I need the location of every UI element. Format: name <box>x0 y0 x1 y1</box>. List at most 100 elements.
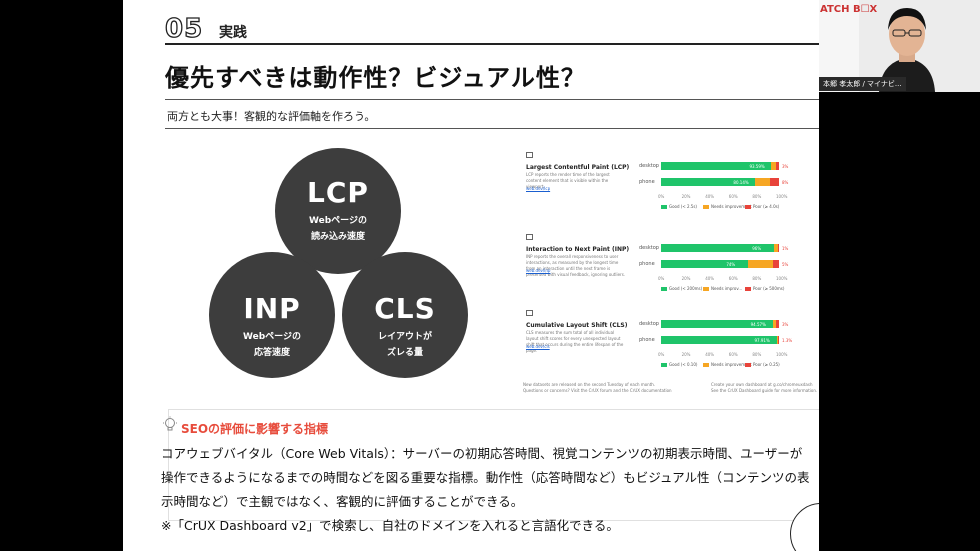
panel-icon <box>526 152 533 158</box>
bar-needs-improvement <box>748 260 774 268</box>
axis-tick-label: 20% <box>681 352 691 357</box>
bar-row-label: desktop <box>639 321 659 327</box>
legend-swatch <box>703 287 709 291</box>
cls-desc-2: ズレる量 <box>386 348 423 358</box>
legend-item: Poor (≥ 0.25) <box>745 362 780 367</box>
note-line-4: ※「CrUX Dashboard v2」で検索し、自社のドメインを入れると言語化… <box>161 518 619 533</box>
note-line-3: 示時間など）で主観ではなく、客観的に評価することができる。 <box>161 494 524 509</box>
panel-icon <box>526 234 533 240</box>
panel-title: Cumulative Layout Shift (CLS) <box>526 322 628 329</box>
legend-label: Needs improv... <box>711 286 743 291</box>
bar-poor <box>775 162 779 170</box>
inp-circle: INP Webページの 応答速度 <box>209 252 335 378</box>
bar-row-label: phone <box>639 261 655 267</box>
bar-good <box>661 178 756 186</box>
cls-desc-1: レイアウトが <box>377 332 432 342</box>
legend-swatch <box>703 363 709 367</box>
bar-poor-value: 1.3% <box>782 338 793 343</box>
legend-label: Good (< 200ms) <box>669 286 703 291</box>
lcp-desc-2: 読み込み速度 <box>310 232 365 242</box>
cls-title: CLS <box>374 292 436 325</box>
axis-tick-label: 0% <box>658 276 665 281</box>
axis-tick-label: 80% <box>752 276 762 281</box>
slide: 05 実践 優先すべきは動作性？ビジュアル性？ 両方とも大事！客観的な評価軸を作… <box>123 0 819 551</box>
note-box <box>168 409 819 521</box>
panel-link: web.dev/cls <box>526 344 550 349</box>
bar-row-label: phone <box>639 337 655 343</box>
bar-good-value: 97.91% <box>754 338 770 343</box>
bar-needs-improvement <box>772 320 777 328</box>
bar-needs-improvement <box>771 162 776 170</box>
panel-link: web.dev/lcp <box>526 186 551 191</box>
legend-label: Poor (≥ 4.0s) <box>753 204 780 209</box>
bar-good-value: 93.59% <box>749 164 765 169</box>
bar-poor <box>777 244 779 252</box>
note-heading: SEOの評価に影響する指標 <box>181 422 329 436</box>
note-line-2: 操作できるようになるまでの時間などを図る重要な指標。動作性（応答時間など）もビジ… <box>161 470 810 485</box>
axis-tick-label: 20% <box>681 276 691 281</box>
legend-item: Needs improv... <box>703 286 742 291</box>
axis-tick-label: 40% <box>705 194 715 199</box>
bar-good <box>661 162 772 170</box>
legend-label: Poor (≥ 500ms) <box>753 286 785 291</box>
bar-needs-improvement <box>776 336 779 344</box>
panel-title: Largest Contentful Paint (LCP) <box>526 164 630 171</box>
axis-tick-label: 80% <box>752 194 762 199</box>
crux-footer-left-1: New datasets are released on the second … <box>523 382 656 387</box>
legend-label: Poor (≥ 0.25) <box>753 362 780 367</box>
crux-footer-right-1: Create your own dashboard at g.co/chrome… <box>711 382 813 387</box>
axis-tick-label: 20% <box>681 194 691 199</box>
legend-item: Poor (≥ 4.0s) <box>745 204 779 209</box>
legend-item: Good (< 0.10) <box>661 362 697 367</box>
divider <box>165 128 819 129</box>
bar-row-label: phone <box>639 179 655 185</box>
cls-circle: CLS レイアウトが ズレる量 <box>342 252 468 378</box>
bar-good <box>661 336 777 344</box>
legend-swatch <box>661 363 667 367</box>
bar-poor-value: 3% <box>782 164 789 169</box>
legend-item: Good (< 200ms) <box>661 286 702 291</box>
lcp-desc-1: Webページの <box>309 216 367 226</box>
bar-good <box>661 244 775 252</box>
slide-subtitle: 両方とも大事！客観的な評価軸を作ろう。 <box>167 110 376 123</box>
crux-footer-right-2: See the CrUX Dashboard guide for more in… <box>711 388 818 393</box>
divider <box>165 99 819 100</box>
axis-tick-label: 40% <box>705 276 715 281</box>
bar-good <box>661 260 749 268</box>
left-black-margin <box>0 0 123 551</box>
axis-tick-label: 60% <box>728 352 738 357</box>
legend-label: Needs improvement <box>711 362 752 367</box>
panel-title: Interaction to Next Paint (INP) <box>526 246 630 253</box>
inp-desc-1: Webページの <box>243 332 301 342</box>
axis-tick-label: 80% <box>752 352 762 357</box>
axis-tick-label: 60% <box>728 194 738 199</box>
bar-poor <box>769 178 779 186</box>
bar-needs-improvement <box>755 178 770 186</box>
axis-tick-label: 100% <box>776 352 788 357</box>
bar-poor-value: 1% <box>782 246 789 251</box>
watch-box-logo: ATCH B☐X <box>820 4 878 15</box>
lightbulb-icon <box>163 416 177 431</box>
legend-swatch <box>745 363 751 367</box>
bar-row-label: desktop <box>639 163 659 169</box>
slide-title: 優先すべきは動作性？ビジュアル性？ <box>165 64 586 92</box>
axis-tick-label: 100% <box>776 276 788 281</box>
panel-icon <box>526 310 533 316</box>
axis-tick-label: 0% <box>658 194 665 199</box>
bar-good-value: 96% <box>752 246 762 251</box>
bar-poor <box>776 320 779 328</box>
bar-poor <box>773 260 779 268</box>
speaker-portrait <box>819 0 980 92</box>
axis-tick-label: 100% <box>776 194 788 199</box>
lcp-title: LCP <box>307 176 369 209</box>
bar-poor <box>778 336 779 344</box>
note-body: コアウェブバイタル（Core Web Vitals）：サーバーの初期応答時間、視… <box>161 442 819 538</box>
section-number: 05 <box>164 13 204 44</box>
bar-good-value: 94.57% <box>750 322 766 327</box>
axis-tick-label: 0% <box>658 352 665 357</box>
axis-tick-label: 40% <box>705 352 715 357</box>
legend-item: Good (< 2.5s) <box>661 204 697 209</box>
legend-swatch <box>661 205 667 209</box>
legend-swatch <box>703 205 709 209</box>
bar-poor-value: 5% <box>782 262 789 267</box>
